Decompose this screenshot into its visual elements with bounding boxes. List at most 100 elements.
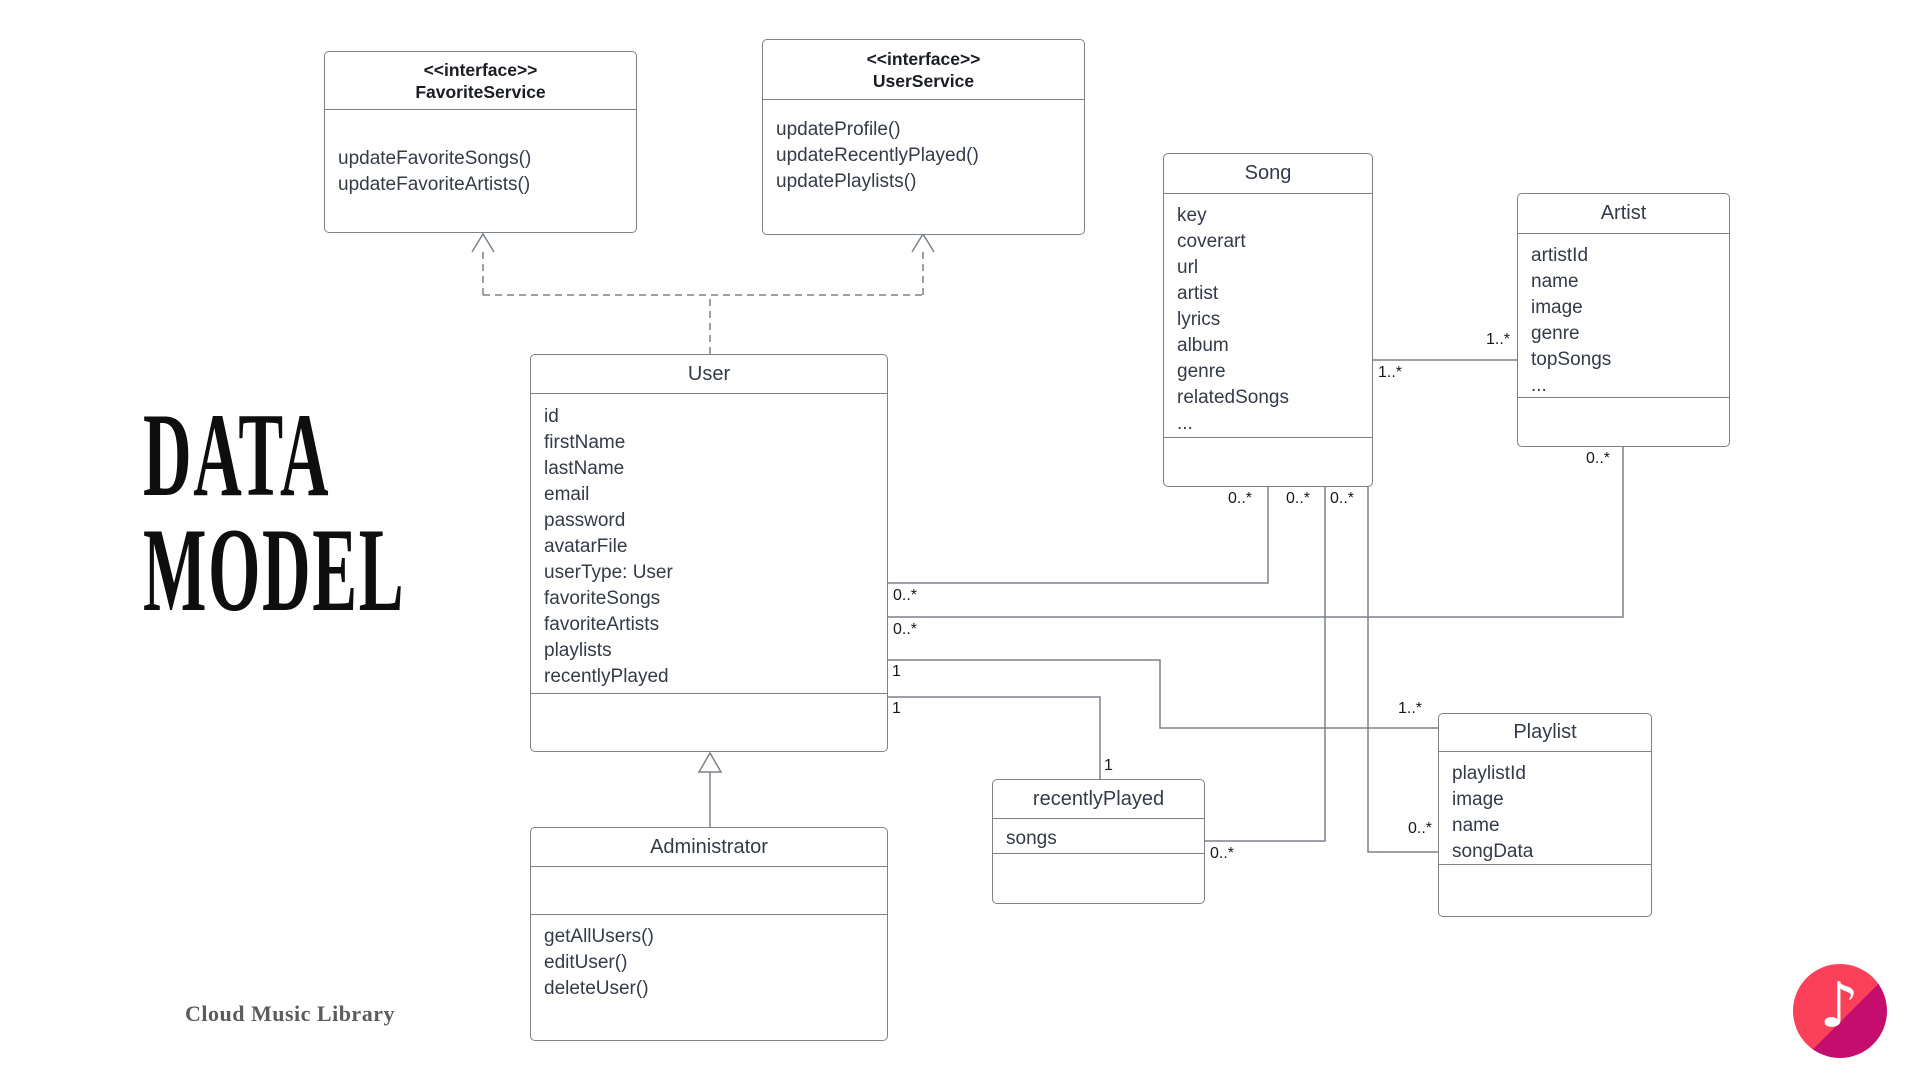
association-user-artist-favoriteartists — [888, 447, 1624, 618]
attribute-item: album — [1177, 335, 1229, 356]
generalization-triangle-icon — [697, 751, 723, 773]
multiplicity-label: 0..* — [1408, 820, 1433, 837]
attribute-item: favoriteSongs — [544, 588, 661, 609]
method-item: updateFavoriteArtists() — [338, 174, 531, 195]
methods-empty-section — [531, 693, 887, 738]
attribute-item: playlistId — [1452, 763, 1526, 784]
attribute-item: key — [1177, 205, 1207, 226]
attribute-item: genre — [1531, 323, 1580, 344]
attribute-item: relatedSongs — [1177, 387, 1289, 408]
slide-title-line-1: DATA — [143, 388, 331, 521]
music-app-logo: ♪ — [1793, 964, 1887, 1058]
attribute-item: songData — [1452, 841, 1534, 862]
multiplicity-label: 0..* — [893, 621, 918, 638]
attribute-item: image — [1531, 297, 1583, 318]
multiplicity-label: 1..* — [1378, 364, 1403, 381]
attribute-item: lyrics — [1177, 309, 1221, 330]
method-item: updateProfile() — [776, 119, 901, 140]
class-name: UserService — [872, 70, 975, 91]
attribute-item: id — [544, 406, 559, 427]
class-name: Artist — [1600, 202, 1647, 224]
class-box-userservice: <<interface>> UserService updateProfile(… — [762, 39, 1085, 235]
class-name: FavoriteService — [415, 81, 546, 102]
class-header: Administrator — [531, 828, 887, 867]
methods-empty-section — [1439, 864, 1651, 904]
attribute-item: firstName — [544, 432, 626, 453]
method-item: getAllUsers() — [544, 926, 654, 947]
class-name: User — [687, 362, 731, 385]
class-header: Artist — [1518, 194, 1729, 234]
attribute-item: email — [544, 484, 590, 505]
footer-caption: Cloud Music Library — [185, 1001, 395, 1026]
method-item: deleteUser() — [544, 978, 649, 999]
class-header: <<interface>> FavoriteService — [325, 52, 636, 110]
attribute-item: recentlyPlayed — [544, 666, 669, 687]
method-list: updateProfile() updateRecentlyPlayed() upd… — [763, 100, 1084, 195]
stereotype-label: <<interface>> — [423, 59, 538, 80]
realization-user-interfaces-line — [482, 252, 924, 354]
class-header: User — [531, 355, 887, 394]
attribute-item: genre — [1177, 361, 1226, 382]
attribute-item: url — [1177, 257, 1199, 278]
multiplicity-label: 1..* — [1398, 700, 1423, 717]
multiplicity-label: 1..* — [1486, 331, 1511, 348]
attribute-item: ... — [1177, 413, 1193, 434]
music-note-icon: ♪ — [1819, 968, 1859, 1042]
class-name: recentlyPlayed — [1032, 787, 1165, 810]
class-name: Song — [1244, 162, 1292, 184]
multiplicity-label: 0..* — [1228, 490, 1253, 507]
method-item: editUser() — [544, 952, 628, 973]
attribute-item: playlists — [544, 640, 612, 661]
class-box-administrator: Administrator getAllUsers() editUser() del… — [530, 827, 888, 1041]
methods-empty-section — [993, 853, 1204, 893]
association-user-recentlyplayed — [888, 696, 1101, 779]
attribute-list: songs — [993, 819, 1204, 853]
method-item: updatePlaylists() — [776, 171, 917, 192]
multiplicity-label: 0..* — [893, 587, 918, 604]
association-user-song-favoritesongs — [888, 487, 1269, 584]
class-box-recentlyplayed: recentlyPlayed songs — [992, 779, 1205, 904]
association-song-playlist — [1367, 487, 1438, 853]
class-header: Playlist — [1439, 714, 1651, 752]
method-item: updateRecentlyPlayed() — [776, 145, 979, 166]
method-item: updateFavoriteSongs() — [338, 148, 532, 169]
attribute-item: ... — [1531, 375, 1547, 396]
class-name: Administrator — [650, 835, 768, 858]
method-list: updateFavoriteSongs() updateFavoriteArtis… — [325, 110, 636, 198]
class-box-favoriteservice: <<interface>> FavoriteService updateFavo… — [324, 51, 637, 233]
attribute-item: songs — [1006, 828, 1057, 849]
realization-arrowhead-userservice-icon — [911, 232, 935, 253]
attribute-item: artistId — [1531, 245, 1589, 266]
attribute-item: favoriteArtists — [544, 614, 660, 635]
class-header: Song — [1164, 154, 1372, 194]
multiplicity-label: 1 — [892, 700, 901, 717]
multiplicity-label: 0..* — [1330, 490, 1355, 507]
attribute-item: topSongs — [1531, 349, 1612, 370]
methods-empty-section — [1164, 437, 1372, 475]
multiplicity-label: 1 — [1104, 757, 1113, 774]
attribute-item: userType: User — [544, 562, 673, 583]
class-header: <<interface>> UserService — [763, 40, 1084, 100]
multiplicity-label: 0..* — [1586, 450, 1611, 467]
methods-empty-section — [1518, 397, 1729, 435]
method-list: getAllUsers() editUser() deleteUser() — [531, 914, 887, 1002]
multiplicity-label: 1 — [892, 663, 901, 680]
attributes-empty-section — [531, 867, 887, 914]
attribute-item: lastName — [544, 458, 625, 479]
association-recentlyplayed-song — [1205, 487, 1326, 842]
attribute-item: artist — [1177, 283, 1219, 304]
class-header: recentlyPlayed — [993, 780, 1204, 819]
multiplicity-label: 0..* — [1210, 845, 1235, 862]
slide-title-line-2: MODEL — [143, 503, 406, 636]
class-name: Playlist — [1513, 721, 1577, 743]
